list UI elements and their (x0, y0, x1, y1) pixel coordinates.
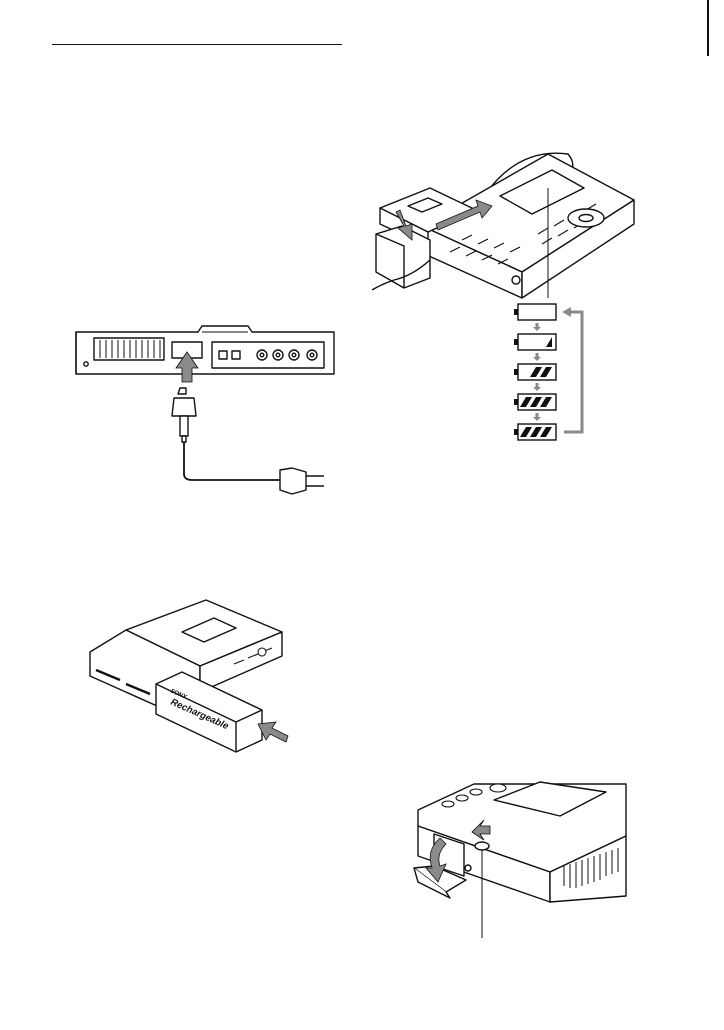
battery-level-icon (514, 394, 556, 410)
battery-level-icon (514, 364, 556, 380)
sequence-arrow-icon (533, 353, 541, 361)
loop-arrow-head (562, 307, 571, 317)
battery-indicator-sequence (508, 300, 598, 450)
loop-arrow-line (564, 312, 582, 432)
sequence-arrow-icon (533, 413, 541, 421)
sequence-arrow-icon (533, 323, 541, 331)
sequence-arrow-icon (533, 383, 541, 391)
battery-insertion-illustration: SONY Rechargeable (86, 592, 296, 762)
battery-level-icon (514, 334, 556, 350)
page-edge-marker (707, 0, 709, 56)
ac-adaptor-connection-illustration (72, 318, 342, 498)
charger-stand-illustration (372, 148, 642, 308)
battery-level-icon (514, 424, 556, 440)
section-heading-rule (52, 44, 342, 45)
battery-level-icon (514, 304, 556, 320)
battery-lid-open-illustration (410, 776, 630, 940)
